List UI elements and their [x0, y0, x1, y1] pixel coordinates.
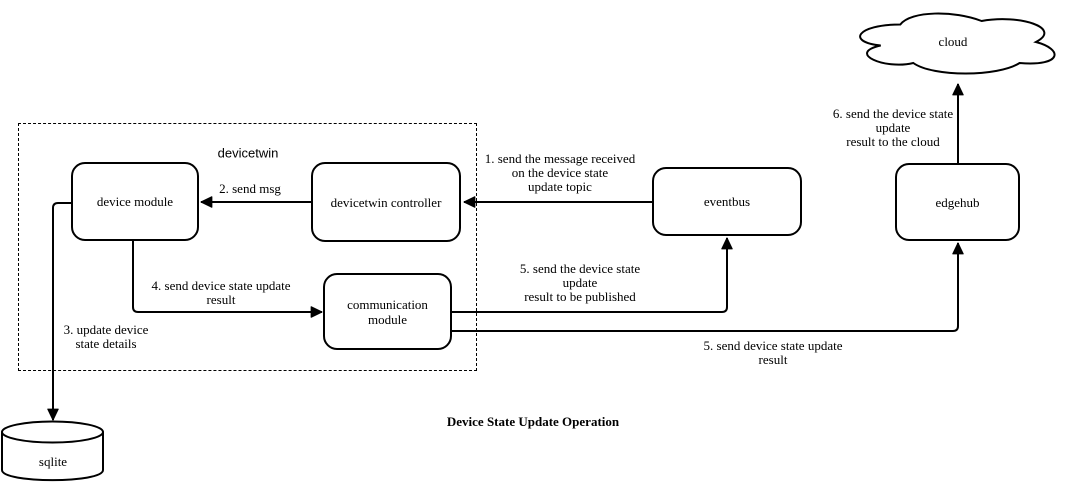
node-communication-module-label: communication module: [347, 296, 428, 327]
edge-step5-publish-label: 5. send the device state update result t…: [519, 261, 641, 304]
edge-step3-arrow: [47, 202, 72, 421]
cloud-shape: [859, 12, 1056, 75]
node-device-module-label: device module: [96, 194, 174, 209]
edge-step5-result-arrow: [452, 242, 964, 332]
devicetwin-group-box: [18, 123, 477, 371]
edge-step4-arrow: [132, 241, 323, 318]
node-edgehub: edgehub: [895, 163, 1020, 241]
edge-step1-label: 1. send the message received on the devi…: [484, 151, 636, 194]
edge-step4-label: 4. send device state update result: [151, 278, 291, 307]
sqlite-label: sqlite: [38, 454, 68, 469]
edge-step3-label: 3. update device state details: [63, 322, 149, 351]
node-devicetwin-controller-label: devicetwin controller: [330, 194, 442, 210]
node-devicetwin-controller: devicetwin controller: [311, 162, 461, 242]
edge-step5-publish-arrow: [452, 237, 733, 313]
sqlite-cylinder-top: [1, 420, 104, 444]
edge-step5-result-label: 5. send device state update result: [703, 338, 843, 367]
node-communication-module: communication module: [323, 273, 452, 350]
node-device-module: device module: [71, 162, 199, 241]
node-eventbus: eventbus: [652, 167, 802, 236]
edge-step2-label: 2. send msg: [219, 181, 281, 196]
node-eventbus-label: eventbus: [703, 194, 751, 209]
diagram-title: Device State Update Operation: [446, 414, 620, 429]
devicetwin-group-label: devicetwin: [217, 145, 279, 161]
cloud-label: cloud: [938, 34, 968, 49]
sqlite-cylinder-body: [1, 432, 104, 482]
node-edgehub-label: edgehub: [935, 194, 980, 210]
edge-step6-label: 6. send the device state update result t…: [832, 106, 954, 149]
